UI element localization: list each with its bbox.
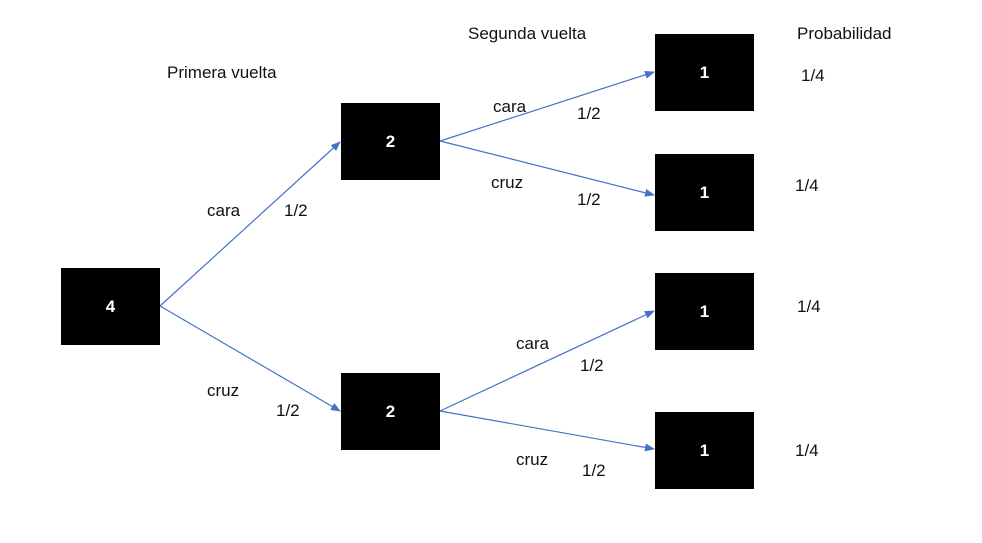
leaf-node-4: 1 (655, 412, 754, 489)
edge-label-top-to-leaf2: cruz (491, 173, 524, 192)
edge-prob-top-to-leaf2: 1/2 (577, 190, 601, 209)
leaf-node-3: 1 (655, 273, 754, 350)
edge-label-top-to-leaf1: cara (493, 97, 527, 116)
probability-value: 1/4 (795, 176, 819, 195)
root-node: 4 (61, 268, 160, 345)
leaf-node-1: 1 (655, 34, 754, 111)
header-probability: Probabilidad (797, 24, 892, 43)
edge-label-bottom-to-leaf4: cruz (516, 450, 549, 469)
edge-root-to-bottom-arrow (159, 305, 341, 412)
edge-bottom-to-leaf3-arrow (439, 310, 655, 412)
mid-node-bottom: 2 (341, 373, 440, 450)
edge-prob-top-to-leaf1: 1/2 (577, 104, 601, 123)
probability-value: 1/4 (797, 297, 821, 316)
edge-bottom-to-leaf4-arrow (439, 410, 655, 452)
edge-top-to-leaf1-arrow (439, 70, 655, 142)
edge-prob-root-to-top: 1/2 (284, 201, 308, 220)
probability-value: 1/4 (801, 66, 825, 85)
edge-prob-bottom-to-leaf3: 1/2 (580, 356, 604, 375)
header-first-round: Primera vuelta (167, 63, 277, 82)
header-second-round: Segunda vuelta (468, 24, 587, 43)
probability-value: 1/4 (795, 441, 819, 460)
edge-label-root-to-top: cara (207, 201, 241, 220)
edge-prob-bottom-to-leaf4: 1/2 (582, 461, 606, 480)
edge-prob-root-to-bottom: 1/2 (276, 401, 300, 420)
edge-label-bottom-to-leaf3: cara (516, 334, 550, 353)
leaf-node-2: 1 (655, 154, 754, 231)
mid-node-top: 2 (341, 103, 440, 180)
edge-root-to-top-arrow (159, 141, 341, 307)
edge-top-to-leaf2-arrow (439, 140, 655, 197)
edge-label-root-to-bottom: cruz (207, 381, 240, 400)
